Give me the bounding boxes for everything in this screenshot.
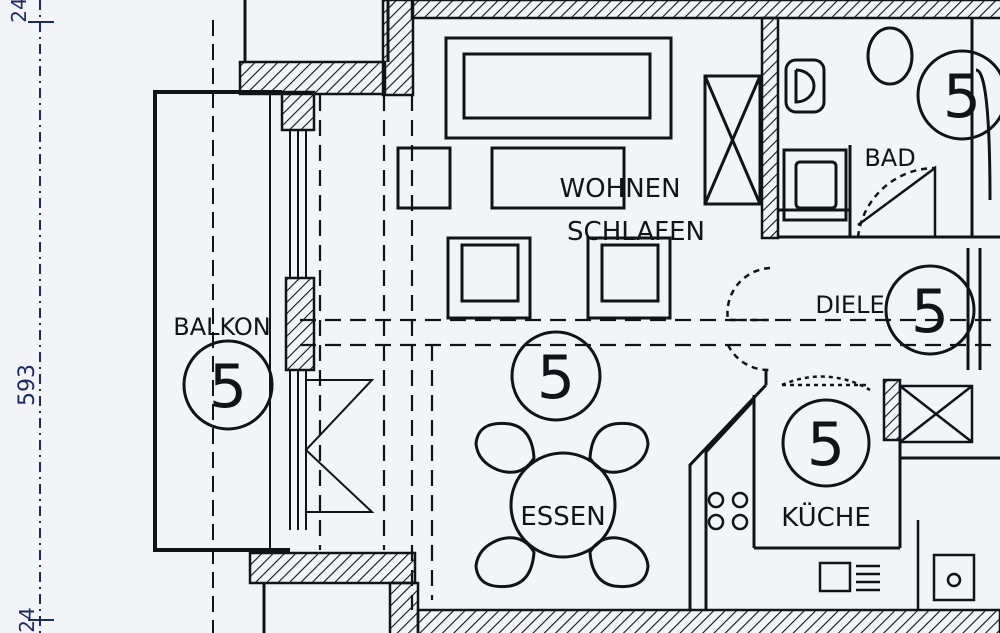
wardrobe (703, 74, 762, 206)
marker-wohnen-text: 5 (537, 343, 575, 413)
room-label-schlafen: SCHLAFEN (567, 217, 705, 247)
armchair-left (446, 236, 532, 320)
balcony (153, 20, 290, 633)
side-table (396, 146, 452, 210)
door-swing-kueche (781, 375, 871, 392)
room-label-diele: DIELE (815, 291, 884, 319)
dimension-line-left (28, 0, 54, 633)
marker-diele: 5 (884, 264, 976, 356)
room-label-balkon: BALKON (173, 313, 271, 341)
room-label-bad: BAD (864, 144, 915, 172)
bathroom-fixtures (782, 26, 992, 222)
door-swing-bad (856, 165, 937, 238)
room-outlines (243, 0, 1000, 633)
armchair-right (586, 236, 672, 320)
marker-wohnen: 5 (510, 330, 602, 422)
room-label-kueche: KÜCHE (781, 501, 871, 533)
room-label-wohnen: WOHNEN (559, 174, 680, 204)
dimension-main-text: 593 (15, 364, 40, 406)
room-label-essen: ESSEN (520, 502, 605, 532)
balcony-window (289, 130, 375, 530)
dining-set (474, 421, 650, 589)
sofa-bed (444, 36, 673, 210)
marker-bad-text: 5 (943, 62, 981, 132)
marker-balkon: 5 (182, 339, 274, 431)
kitchen-fixtures (707, 384, 976, 610)
dashed-grid-lines (300, 95, 1000, 610)
marker-diele-text: 5 (911, 277, 949, 347)
door-swing-diele (726, 266, 771, 372)
marker-kueche: 5 (781, 398, 871, 488)
marker-bad: 5 (916, 49, 1000, 141)
dimension-bottom-text: 24 (15, 607, 39, 632)
marker-balkon-text: 5 (209, 352, 247, 422)
marker-kueche-text: 5 (807, 410, 845, 480)
dimension-top-text: 24 (7, 0, 31, 23)
